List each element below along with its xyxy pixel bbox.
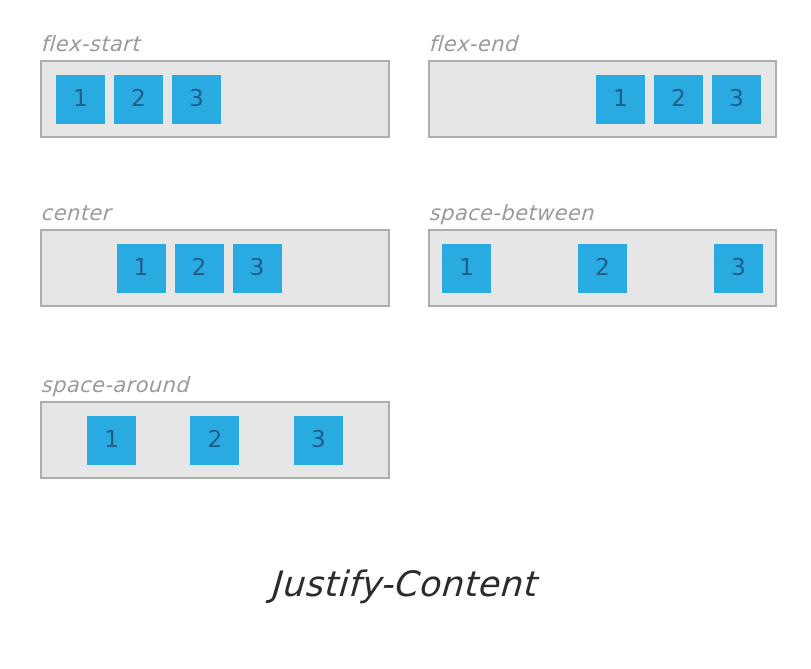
demo-panel-flex-end: flex-end 1 2 3 xyxy=(428,32,777,138)
flex-item: 1 xyxy=(442,243,491,293)
flex-item: 1 xyxy=(596,74,645,124)
demo-panel-flex-start: flex-start 1 2 3 xyxy=(40,32,390,138)
demo-panel-space-between: space-between 1 2 3 xyxy=(428,201,777,307)
flex-item: 2 xyxy=(174,243,224,293)
flex-container-space-around: 1 2 3 xyxy=(40,401,390,479)
demo-panel-space-around: space-around 1 2 3 xyxy=(40,373,390,479)
flex-container-center: 1 2 3 xyxy=(40,229,390,307)
flex-item: 2 xyxy=(114,74,163,124)
flex-container-flex-end: 1 2 3 xyxy=(428,60,777,138)
panel-label-flex-end: flex-end xyxy=(429,32,520,56)
flex-item: 3 xyxy=(712,74,761,124)
panel-label-space-between: space-between xyxy=(429,201,597,225)
flex-item: 1 xyxy=(56,74,105,124)
flex-item: 1 xyxy=(116,243,166,293)
flex-item: 2 xyxy=(578,243,627,293)
panel-label-center: center xyxy=(41,201,113,225)
panel-label-space-around: space-around xyxy=(41,373,192,397)
flex-item: 3 xyxy=(172,74,221,124)
flex-item: 3 xyxy=(714,243,763,293)
figure-title: Justify-Content xyxy=(271,565,540,605)
flex-item: 1 xyxy=(87,415,137,465)
flex-container-space-between: 1 2 3 xyxy=(428,229,777,307)
flex-item: 2 xyxy=(190,415,240,465)
flex-item: 2 xyxy=(654,74,703,124)
flex-item: 3 xyxy=(232,243,282,293)
flex-item: 3 xyxy=(293,415,343,465)
demo-panel-center: center 1 2 3 xyxy=(40,201,390,307)
flex-container-flex-start: 1 2 3 xyxy=(40,60,390,138)
panel-label-flex-start: flex-start xyxy=(41,32,142,56)
